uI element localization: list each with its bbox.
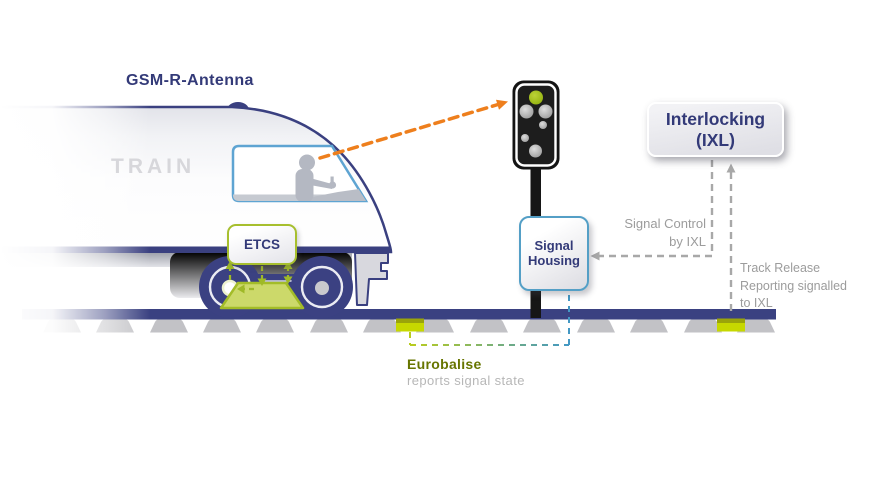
bogie bbox=[199, 256, 353, 318]
signal-control-label: Signal Control by IXL bbox=[624, 216, 706, 249]
etcs-label: ETCS bbox=[243, 236, 280, 252]
left-fade-overlay bbox=[0, 60, 150, 390]
body-stripe bbox=[0, 246, 391, 253]
track-release-label: Track Release Reporting signalled to IXL bbox=[740, 261, 848, 310]
radio-link-arrow bbox=[318, 99, 508, 160]
eurobalise-2 bbox=[717, 318, 745, 332]
etcs-connector-arrowheads bbox=[225, 261, 293, 294]
track-release-link bbox=[726, 163, 736, 311]
signal-housing-label: Signal Housing bbox=[528, 237, 580, 268]
eurobalise-1 bbox=[396, 318, 424, 332]
train-label: TRAIN bbox=[111, 155, 196, 178]
interlocking-label: Interlocking (IXL) bbox=[665, 109, 766, 150]
nose-steps bbox=[354, 252, 389, 306]
signal-control-link bbox=[590, 160, 714, 261]
wheel-front bbox=[291, 256, 353, 318]
eurobalise-signal-link bbox=[409, 293, 570, 346]
cab-window bbox=[231, 144, 369, 203]
etcs-box: ETCS bbox=[227, 224, 297, 265]
signal-housing-box: Signal Housing bbox=[519, 216, 589, 291]
signal-head bbox=[512, 80, 560, 170]
eurobalise-sublabel: reports signal state bbox=[407, 373, 525, 388]
driver-silhouette bbox=[233, 154, 366, 201]
track bbox=[22, 309, 776, 333]
eurobalise-label: Eurobalise bbox=[407, 356, 482, 372]
rail bbox=[22, 309, 776, 320]
signal-light-green bbox=[529, 90, 543, 105]
signal-lights-gray bbox=[519, 104, 553, 158]
interlocking-box: Interlocking (IXL) bbox=[647, 102, 784, 157]
gsm-r-antenna-label: GSM-R-Antenna bbox=[126, 72, 254, 89]
